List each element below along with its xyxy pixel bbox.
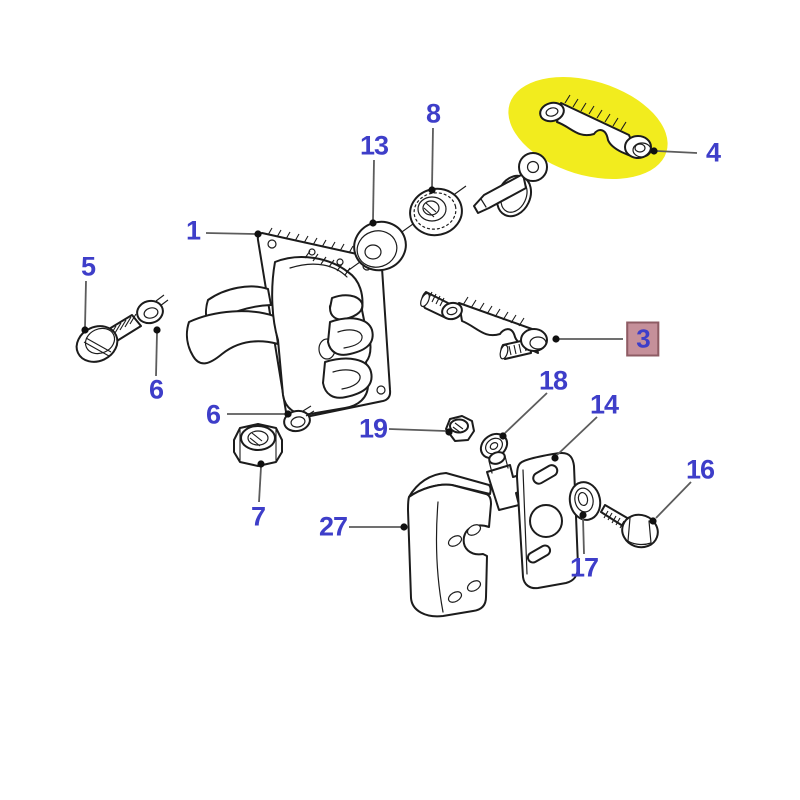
leader-dot-wedge-bracket	[400, 523, 408, 531]
leader-dot-striker-plate	[551, 454, 559, 462]
key-icon	[473, 152, 548, 218]
leader-line-hex-nut	[258, 466, 262, 503]
leader-dot-link-rod	[552, 335, 560, 343]
leader-dot-latch-assembly	[254, 230, 262, 238]
leader-dot-grommet-washer	[369, 219, 377, 227]
part-13-washer-drawing	[353, 220, 407, 272]
callout-1-latch-assembly[interactable]: 1	[185, 215, 201, 246]
part-1-latch-assembly-drawing	[185, 227, 392, 421]
callout-17-flat-washer[interactable]: 17	[569, 552, 599, 583]
part-14-striker-drawing	[486, 451, 579, 590]
leader-line-spring-washer-a	[155, 332, 158, 377]
leader-dot-link-highlighted	[650, 147, 658, 155]
leader-line-latch-assembly	[205, 232, 257, 235]
callout-19-small-nut[interactable]: 19	[358, 413, 388, 444]
leader-dot-small-nut	[445, 428, 453, 436]
part-17-washer-drawing	[568, 481, 602, 521]
leader-line-hex-bolt	[655, 481, 692, 519]
callout-6-spring-washer-b[interactable]: 6	[205, 399, 221, 430]
leader-dot-hex-bolt	[649, 517, 657, 525]
callout-3-link-rod[interactable]: 3	[626, 321, 660, 357]
leader-line-slotted-screw	[84, 280, 87, 328]
part-27-bracket-drawing	[407, 472, 492, 618]
leader-dot-flat-washer	[579, 511, 587, 519]
callout-27-wedge-bracket[interactable]: 27	[318, 511, 348, 542]
callout-4-link-highlighted[interactable]: 4	[705, 137, 721, 168]
leader-line-small-washer	[504, 392, 548, 434]
leader-line-spindle-nut	[431, 127, 434, 188]
callout-6-spring-washer-a[interactable]: 6	[148, 374, 164, 405]
callout-18-small-washer[interactable]: 18	[538, 365, 568, 396]
leader-dot-spring-washer-b	[284, 410, 292, 418]
part-6-spring-washer-a-drawing	[136, 294, 169, 325]
part-5-screw-drawing	[75, 313, 142, 363]
leader-line-grommet-washer	[372, 159, 375, 221]
callout-16-hex-bolt[interactable]: 16	[685, 454, 715, 485]
leader-dot-spring-washer-a	[153, 326, 161, 334]
callout-14-striker-plate[interactable]: 14	[589, 389, 619, 420]
leader-dot-small-washer	[499, 432, 507, 440]
leader-lines	[81, 127, 698, 555]
callout-5-slotted-screw[interactable]: 5	[80, 251, 96, 282]
part-7-nut-drawing	[233, 423, 283, 467]
leader-line-small-nut	[388, 428, 447, 432]
part-16-bolt-drawing	[600, 504, 659, 549]
leader-dot-spindle-nut	[428, 186, 436, 194]
callout-8-spindle-nut[interactable]: 8	[425, 98, 441, 129]
leader-dot-slotted-screw	[81, 326, 89, 334]
leader-line-flat-washer	[582, 517, 585, 555]
leader-line-striker-plate	[556, 416, 598, 456]
callout-7-hex-nut[interactable]: 7	[250, 501, 266, 532]
leader-line-link-highlighted	[656, 150, 698, 154]
part-19-nut-drawing	[445, 415, 475, 442]
callout-13-grommet-washer[interactable]: 13	[359, 130, 389, 161]
part-4-link-drawing	[539, 94, 652, 159]
leader-dot-hex-nut	[257, 460, 265, 468]
part-3-link-drawing	[420, 291, 548, 360]
